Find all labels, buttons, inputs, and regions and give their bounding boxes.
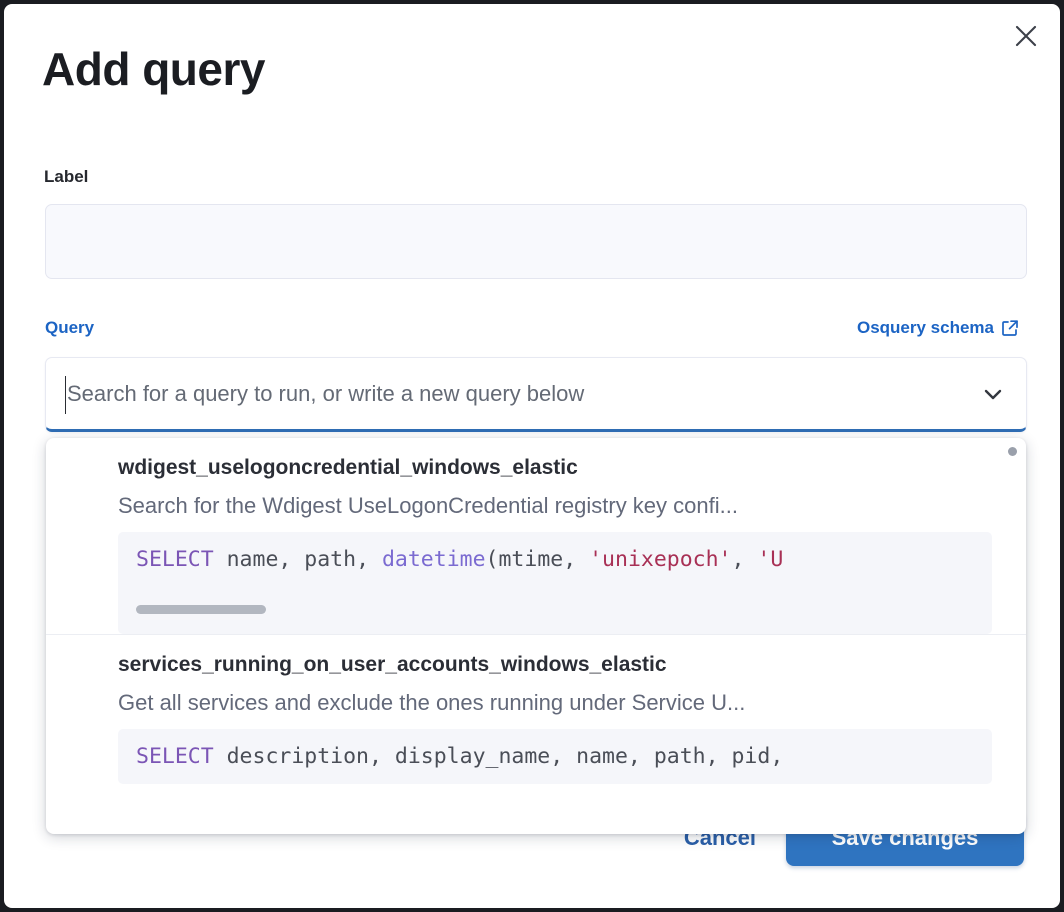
sql-token: mtime [498, 547, 564, 572]
sql-token: , [278, 547, 305, 572]
query-combobox[interactable] [45, 357, 1027, 432]
query-suggestions-dropdown[interactable]: wdigest_uselogoncredential_windows_elast… [46, 438, 1026, 834]
chevron-down-icon-glyph [984, 389, 1002, 399]
sql-token: datetime [381, 547, 486, 572]
sql-token: display_name [394, 744, 551, 769]
chevron-down-icon[interactable] [976, 377, 1010, 411]
sql-token: description [213, 744, 370, 769]
query-field-label: Query [45, 318, 95, 337]
osquery-schema-link[interactable]: Osquery schema [857, 318, 1019, 338]
dropdown-option-sql-preview: SELECT description, display_name, name, … [118, 729, 992, 784]
dropdown-option[interactable]: services_running_on_user_accounts_window… [46, 634, 1026, 784]
osquery-schema-link-label: Osquery schema [856, 318, 994, 337]
sql-token: SELECT [136, 744, 214, 769]
sql-token: ( [485, 547, 499, 572]
sql-token: , [627, 744, 654, 769]
query-search-input[interactable] [62, 379, 976, 408]
label-field-label: Label [44, 167, 89, 186]
sql-preview-horizontal-scrollbar[interactable] [136, 605, 266, 614]
sql-token: , [731, 547, 758, 572]
sql-token: 'U [757, 547, 784, 572]
sql-token: , [563, 547, 590, 572]
sql-token: , [369, 744, 395, 769]
dropdown-option-list: wdigest_uselogoncredential_windows_elast… [46, 438, 1026, 784]
dropdown-scrollbar[interactable] [1008, 447, 1017, 456]
sql-token: , [550, 744, 577, 769]
text-cursor [65, 376, 66, 414]
sql-token: name [213, 547, 279, 572]
sql-token: , [356, 547, 382, 572]
sql-token: SELECT [136, 547, 214, 572]
close-icon-glyph [1015, 25, 1037, 47]
dropdown-option-sql-preview: SELECT name, path, datetime(mtime, 'unix… [118, 532, 992, 634]
sql-token: path [653, 744, 706, 769]
dropdown-option-description: Get all services and exclude the ones ru… [118, 690, 746, 715]
dropdown-option-title: wdigest_uselogoncredential_windows_elast… [118, 456, 578, 479]
dropdown-option-description: Search for the Wdigest UseLogonCredentia… [118, 493, 738, 518]
label-input[interactable] [45, 204, 1027, 279]
sql-token: path [304, 547, 357, 572]
dropdown-option-title: services_running_on_user_accounts_window… [118, 653, 667, 676]
dropdown-option[interactable]: wdigest_uselogoncredential_windows_elast… [46, 438, 1026, 634]
sql-token: 'unixepoch' [589, 547, 732, 572]
page-title: Add query [42, 43, 265, 95]
add-query-modal: Add query Label Query Osquery schema Can… [4, 4, 1060, 908]
close-icon[interactable] [1006, 16, 1046, 56]
sql-token: , [770, 744, 784, 769]
sql-token: , [705, 744, 732, 769]
sql-token: pid [731, 744, 771, 769]
sql-token: name [576, 744, 628, 769]
external-link-icon [1002, 320, 1018, 336]
